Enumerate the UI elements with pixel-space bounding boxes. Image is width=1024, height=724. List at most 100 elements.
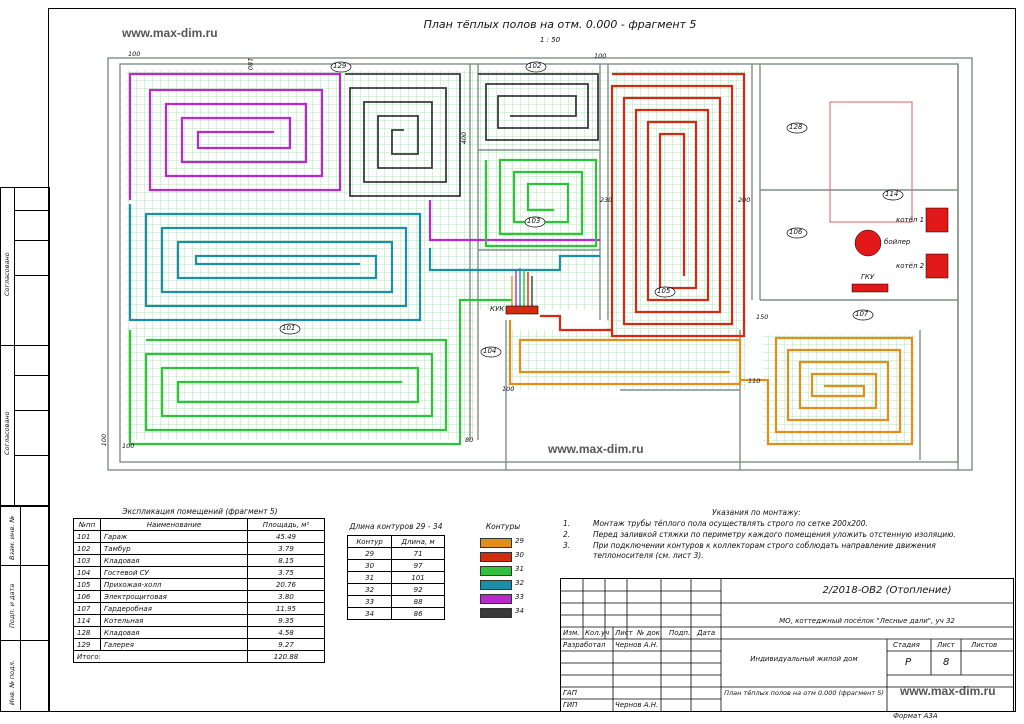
cell-name: Кладовая <box>100 626 248 639</box>
contour-30 <box>540 72 746 338</box>
contour-32 <box>128 204 600 322</box>
stamp-list: 8 <box>943 657 950 668</box>
stamp-list-header: Лист <box>937 641 955 649</box>
side-strip-stamp <box>0 505 50 712</box>
legend-swatch <box>480 566 512 576</box>
gku-label: ГКУ <box>861 273 875 281</box>
contour-29 <box>508 320 914 446</box>
stamp-lists-header: Листов <box>971 641 998 649</box>
stamp-header-podp: Подп. <box>669 629 691 637</box>
side-divider <box>20 505 21 710</box>
stamp-header-kol: Кол.уч <box>585 629 610 637</box>
side-strip-agreed <box>0 187 50 507</box>
boiler-shape <box>854 229 882 257</box>
note-number: 1. <box>563 519 571 528</box>
cell-name: Прихожая-холл <box>100 578 248 591</box>
stamp-developer-label: Разработал <box>563 641 606 649</box>
cell-area: 4.58 <box>247 626 325 639</box>
cell-contour: 32 <box>346 583 393 596</box>
kotel-2-shape <box>925 253 949 279</box>
drawing-scale: 1 : 50 <box>540 36 561 44</box>
explication-header: №пп <box>73 518 101 531</box>
contour-lengths-caption: Длина контуров 29 - 34 <box>349 522 443 531</box>
kotel-1-shape <box>925 207 949 233</box>
cell-number: 101 <box>73 530 101 543</box>
legend-label: 34 <box>515 607 524 615</box>
cell-area: 20.76 <box>247 578 325 591</box>
stamp-header-date: Дата <box>697 629 716 637</box>
note-text: Перед заливкой стяжки по периметру каждо… <box>593 530 956 539</box>
room-label-106: 106 <box>789 228 803 236</box>
explication-header: Наименование <box>100 518 248 531</box>
title-block-lines <box>561 579 1013 711</box>
cell-area: 45.49 <box>247 530 325 543</box>
side-divider <box>14 410 48 411</box>
cell-number: 128 <box>73 626 101 639</box>
cell-number: 129 <box>73 638 101 651</box>
cell-name: Котельная <box>100 614 248 627</box>
cell-name: Тамбур <box>100 542 248 555</box>
notes-caption: Указания по монтажу: <box>712 508 801 517</box>
note-number: 2. <box>563 530 571 539</box>
side-divider <box>14 210 48 211</box>
room-label-101: 101 <box>282 324 296 332</box>
explication-header: Площадь, м² <box>247 518 325 531</box>
cell-number: 105 <box>73 578 101 591</box>
cell-length: 88 <box>391 595 445 608</box>
legend-swatch <box>480 594 512 604</box>
dim-label: 100 <box>100 433 109 447</box>
dim-label: 100 <box>502 385 515 393</box>
kuk-label: КУК <box>490 305 505 313</box>
legend-label: 30 <box>515 551 524 559</box>
contour-33 <box>128 72 600 242</box>
dim-label: 230 <box>600 196 613 204</box>
cell-number: 114 <box>73 614 101 627</box>
cell-area: 3.79 <box>247 542 325 555</box>
cell-length: 92 <box>391 583 445 596</box>
legend-label: 33 <box>515 593 524 601</box>
dim-label: 400 <box>460 131 469 145</box>
dim-label: 150 <box>756 313 769 321</box>
cell-length: 97 <box>391 559 445 572</box>
legend-swatch <box>480 552 512 562</box>
room-label-107: 107 <box>855 310 869 318</box>
drawing-title: План тёплых полов на отм. 0.000 - фрагме… <box>423 18 697 31</box>
room-label-114: 114 <box>885 190 899 198</box>
legend-caption: Контуры <box>485 522 521 531</box>
cell-area: 8.15 <box>247 554 325 567</box>
side-divider <box>14 455 48 456</box>
table-total-row: Итого:120.88 <box>73 650 325 663</box>
stamp-header-list: Лист <box>615 629 633 637</box>
stamp-header-izm: Изм. <box>563 629 580 637</box>
room-label-103: 103 <box>527 217 541 225</box>
room-label-105: 105 <box>657 287 671 295</box>
kotel-2-label: котёл 2 <box>896 262 925 270</box>
cell-area: 9.35 <box>247 614 325 627</box>
cell-name: Кладовая <box>100 554 248 567</box>
cell-number: 107 <box>73 602 101 615</box>
dim-label: 110 <box>748 377 761 385</box>
side-divider <box>14 375 48 376</box>
cell-name: Гараж <box>100 530 248 543</box>
room-label-104: 104 <box>483 347 497 355</box>
note-text: При подключении контуров к коллекторам с… <box>593 541 936 560</box>
dim-label: 180 <box>246 57 255 71</box>
legend-swatch <box>480 580 512 590</box>
stamp-address: МО, коттеджный посёлок "Лесные дали", уч… <box>779 617 955 625</box>
side-divider <box>14 275 48 276</box>
walls <box>107 57 973 471</box>
